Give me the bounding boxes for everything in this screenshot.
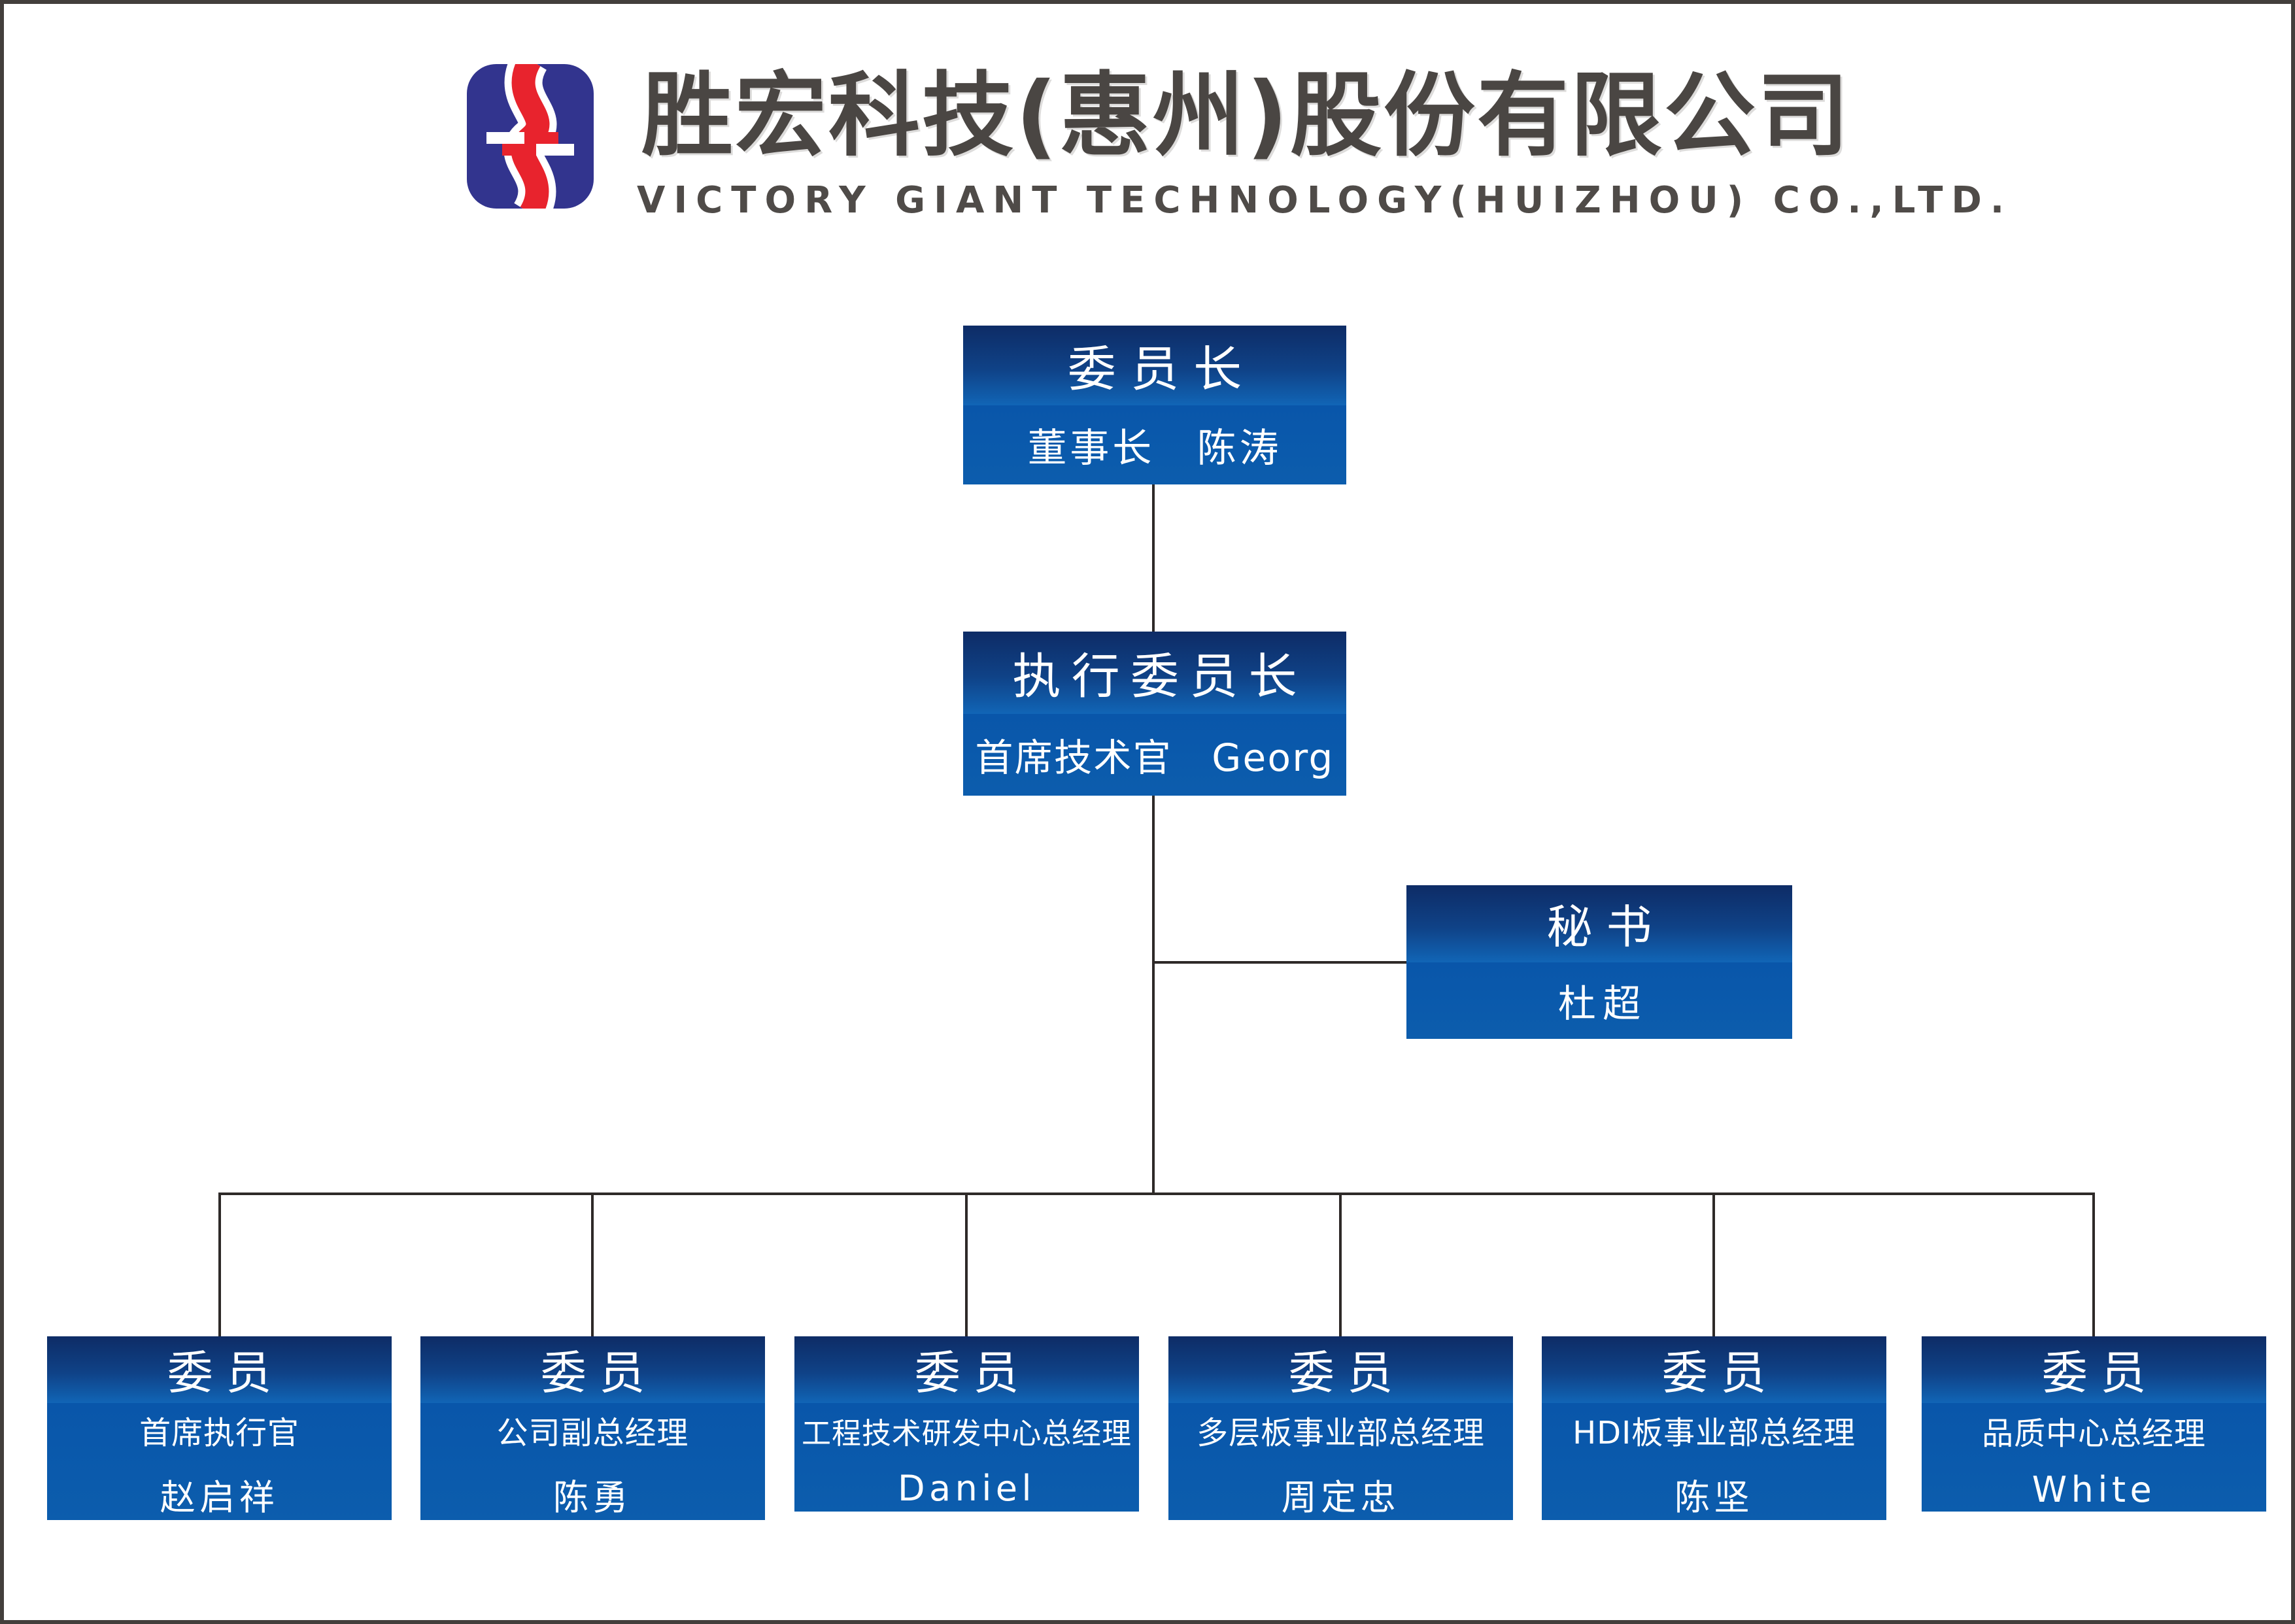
connector-exec-trunk <box>1152 796 1155 1195</box>
secretary-person: 杜超 <box>1557 981 1648 1026</box>
org-box-member-rd-center: 委员 工程技术研发中心总经理 Daniel <box>794 1336 1139 1512</box>
member-name: Daniel <box>897 1467 1036 1509</box>
org-box-exec-chairman: 执行委员长 首席技术官 Georg <box>963 632 1346 796</box>
member-name: White <box>2032 1469 2156 1511</box>
member-title: 委员 <box>1288 1346 1406 1400</box>
member-role: 工程技术研发中心总经理 <box>802 1415 1132 1451</box>
member-name: 赵启祥 <box>160 1476 279 1518</box>
member-header: 委员 <box>47 1336 392 1403</box>
member-header: 委员 <box>1922 1336 2266 1403</box>
connector-chairman-exec <box>1152 484 1155 632</box>
company-title-en: VICTORY GIANT TECHNOLOGY(HUIZHOU) CO.,LT… <box>637 179 2013 222</box>
org-box-member-multilayer: 委员 多层板事业部总经理 周定忠 <box>1168 1336 1513 1520</box>
connector-stub-4 <box>1339 1193 1342 1338</box>
member-name: 陈坚 <box>1674 1476 1754 1518</box>
org-box-secretary: 秘书 杜超 <box>1406 885 1792 1039</box>
company-title-cn: 胜宏科技(惠州)股份有限公司 <box>641 63 1851 169</box>
member-header: 委员 <box>1168 1336 1513 1403</box>
member-role: 公司副总经理 <box>496 1414 689 1451</box>
connector-stub-3 <box>965 1193 968 1338</box>
member-body: HDI板事业部总经理 陈坚 <box>1542 1402 1886 1520</box>
exec-chairman-person: 首席技术官 Georg <box>975 736 1334 781</box>
member-role: 品质中心总经理 <box>1982 1415 2206 1453</box>
member-role: HDI板事业部总经理 <box>1572 1414 1856 1451</box>
member-header: 委员 <box>420 1336 765 1403</box>
connector-distribution <box>218 1193 2095 1195</box>
member-body: 首席执行官 赵启祥 <box>47 1402 392 1520</box>
member-body: 品质中心总经理 White <box>1922 1402 2266 1512</box>
secretary-title: 秘书 <box>1546 900 1666 955</box>
org-box-exec-body: 首席技术官 Georg <box>963 713 1346 796</box>
org-box-member-ceo: 委员 首席执行官 赵启祥 <box>47 1336 392 1520</box>
org-box-secretary-header: 秘书 <box>1406 885 1792 962</box>
member-title: 委员 <box>1661 1346 1779 1400</box>
org-box-member-deputy-gm: 委员 公司副总经理 陈勇 <box>420 1336 765 1520</box>
member-name: 陈勇 <box>553 1476 632 1518</box>
member-title: 委员 <box>2041 1346 2159 1400</box>
chairman-person: 董事长 陈涛 <box>1027 425 1282 471</box>
connector-stub-2 <box>591 1193 594 1338</box>
chairman-title: 委员长 <box>1067 341 1257 398</box>
member-body: 公司副总经理 陈勇 <box>420 1402 765 1520</box>
connector-secretary-branch <box>1153 961 1406 964</box>
org-box-secretary-body: 杜超 <box>1406 962 1792 1039</box>
member-title: 委员 <box>167 1346 284 1400</box>
org-box-chairman-header: 委员长 <box>963 326 1346 405</box>
member-body: 多层板事业部总经理 周定忠 <box>1168 1402 1513 1520</box>
org-box-member-quality: 委员 品质中心总经理 White <box>1922 1336 2266 1512</box>
exec-chairman-title: 执行委员长 <box>1012 649 1308 705</box>
connector-stub-1 <box>218 1193 221 1338</box>
org-box-member-hdi: 委员 HDI板事业部总经理 陈坚 <box>1542 1336 1886 1520</box>
member-role: 首席执行官 <box>139 1414 299 1451</box>
member-name: 周定忠 <box>1281 1476 1401 1518</box>
member-title: 委员 <box>540 1346 658 1400</box>
org-box-exec-header: 执行委员长 <box>963 632 1346 714</box>
member-title: 委员 <box>914 1346 1032 1400</box>
company-logo-icon <box>467 64 594 209</box>
member-header: 委员 <box>1542 1336 1886 1403</box>
org-box-chairman-body: 董事长 陈涛 <box>963 405 1346 484</box>
member-header: 委员 <box>794 1336 1139 1403</box>
org-box-chairman: 委员长 董事长 陈涛 <box>963 326 1346 484</box>
connector-stub-5 <box>1712 1193 1715 1338</box>
member-body: 工程技术研发中心总经理 Daniel <box>794 1402 1139 1512</box>
member-role: 多层板事业部总经理 <box>1197 1414 1485 1451</box>
connector-stub-6 <box>2092 1193 2095 1338</box>
